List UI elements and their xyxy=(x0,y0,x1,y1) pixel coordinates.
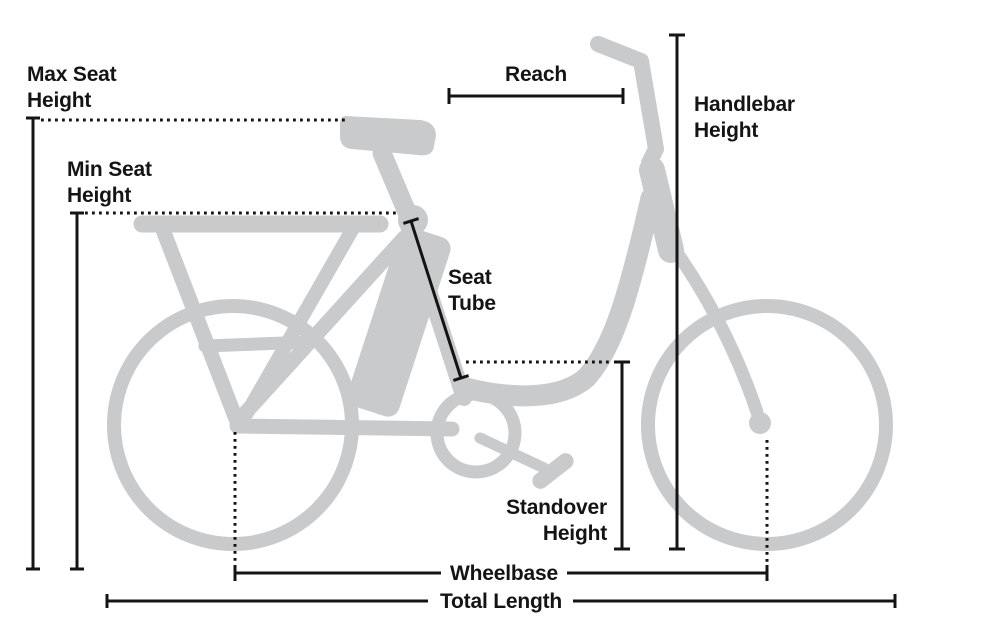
reach-line xyxy=(447,88,625,104)
crank-arm xyxy=(474,432,550,474)
front-wheel xyxy=(641,299,893,551)
min-seat-height-label-line1: Min Seat xyxy=(67,158,152,181)
dotted-lines xyxy=(41,118,769,564)
rack-mid-bar xyxy=(198,335,318,353)
seat-post xyxy=(372,143,419,227)
handlebar-height-label-line2: Height xyxy=(694,119,759,142)
max-seat-height-line xyxy=(26,116,40,571)
standover-height-line xyxy=(614,360,630,551)
handlebar-height-label-line1: Handlebar xyxy=(694,93,795,116)
saddle xyxy=(340,116,436,156)
pedal xyxy=(532,453,574,489)
standover-height-label-line1: Standover xyxy=(506,496,607,519)
min-seat-height-line xyxy=(70,211,84,571)
standover-height-label: Standover Height xyxy=(440,495,607,547)
standover-height-label-line2: Height xyxy=(542,522,607,545)
seat-tube-label: Seat Tube xyxy=(448,265,496,317)
max-seat-height-label-line1: Max Seat xyxy=(27,63,117,86)
seat-tube-label-line1: Seat xyxy=(448,266,492,289)
down-tube xyxy=(455,187,662,407)
handlebar-height-label: Handlebar Height xyxy=(694,92,795,144)
wheelbase-label: Wheelbase xyxy=(450,562,558,585)
total-length-label: Total Length xyxy=(439,590,563,613)
min-seat-height-label-line2: Height xyxy=(67,184,132,207)
wheelbase-line xyxy=(233,565,769,581)
reach-label: Reach xyxy=(504,63,568,86)
seat-tube-label-line2: Tube xyxy=(448,292,496,315)
handlebar-height-line xyxy=(669,33,685,551)
chainstay xyxy=(229,418,460,437)
rack-rear-strut xyxy=(155,222,244,427)
fork xyxy=(661,233,764,419)
max-seat-height-label-line2: Height xyxy=(27,89,92,112)
motor-ring xyxy=(430,387,522,479)
seat-tube-line xyxy=(402,217,470,382)
measurement-lines xyxy=(26,33,897,608)
bike-tubes xyxy=(107,36,893,551)
max-seat-height-label: Max Seat Height xyxy=(27,62,117,114)
seat-tube-frame xyxy=(400,218,472,406)
bike-silhouette xyxy=(107,36,893,551)
total-length-line xyxy=(105,594,897,608)
seat-stay xyxy=(230,230,412,429)
min-seat-height-label: Min Seat Height xyxy=(67,157,152,209)
